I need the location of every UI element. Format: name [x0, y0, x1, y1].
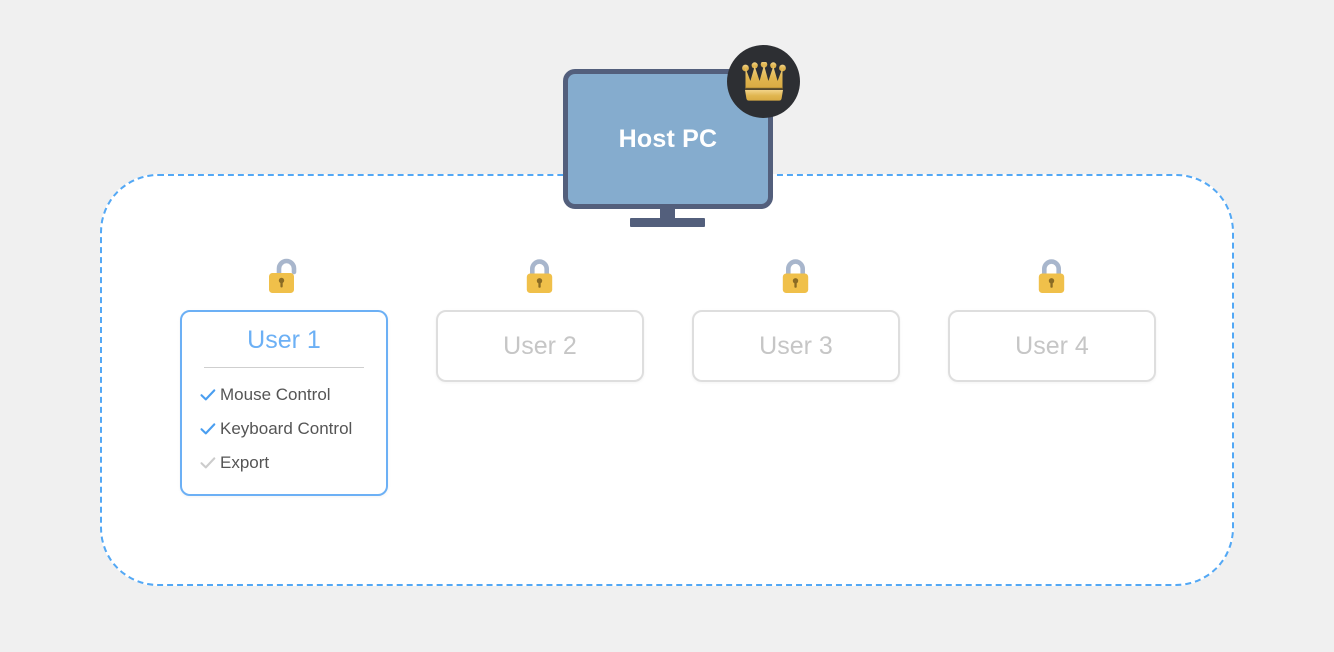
check-icon [200, 456, 220, 470]
permission-label: Export [220, 453, 270, 472]
lock-closed-icon[interactable] [523, 255, 557, 301]
permission-label: Mouse Control [220, 385, 331, 404]
user-slot-3: User 3 [668, 255, 924, 382]
check-icon [200, 422, 220, 436]
permission-list: Mouse Control Keyboard Control [182, 378, 386, 480]
user-card-title: User 4 [1015, 331, 1089, 360]
user-card-title: User 3 [759, 331, 833, 360]
host-pc-label: Host PC [618, 124, 718, 153]
permission-row-keyboard-control[interactable]: Keyboard Control [200, 412, 386, 446]
card-divider [204, 367, 364, 368]
user-card-4[interactable]: User 4 [948, 310, 1156, 382]
user-card-2[interactable]: User 2 [436, 310, 644, 382]
permission-label: Keyboard Control [220, 419, 353, 438]
permission-row-mouse-control[interactable]: Mouse Control [200, 378, 386, 412]
user-slot-4: User 4 [924, 255, 1180, 382]
host-pc-monitor[interactable]: Host PC [563, 69, 773, 209]
user-card-1[interactable]: User 1 Mouse Control [180, 310, 388, 496]
user-card-3[interactable]: User 3 [692, 310, 900, 382]
monitor-base [630, 218, 705, 227]
host-crown-badge [727, 45, 800, 118]
lock-closed-icon[interactable] [779, 255, 813, 301]
user-slot-2: User 2 [412, 255, 668, 382]
monitor-neck [660, 208, 675, 222]
lock-open-icon[interactable] [267, 255, 301, 301]
user-slot-1: User 1 Mouse Control [156, 255, 412, 496]
lock-closed-icon[interactable] [1035, 255, 1069, 301]
check-icon [200, 388, 220, 402]
user-card-title: User 2 [503, 331, 577, 360]
user-slots-row: User 1 Mouse Control [100, 255, 1234, 515]
crown-icon [741, 61, 787, 102]
user-card-title: User 1 [247, 326, 321, 354]
permission-row-export[interactable]: Export [200, 446, 386, 480]
